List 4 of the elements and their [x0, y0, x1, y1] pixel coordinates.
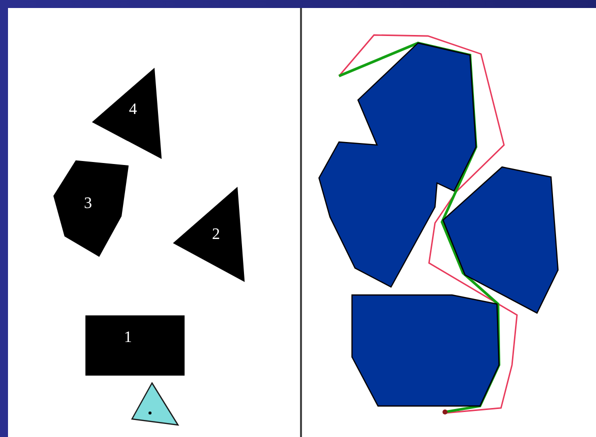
shape-number: 3	[84, 196, 92, 212]
shape-number: 2	[212, 227, 220, 243]
shape-number: 4	[129, 102, 137, 118]
shape-number: 1	[124, 330, 132, 346]
